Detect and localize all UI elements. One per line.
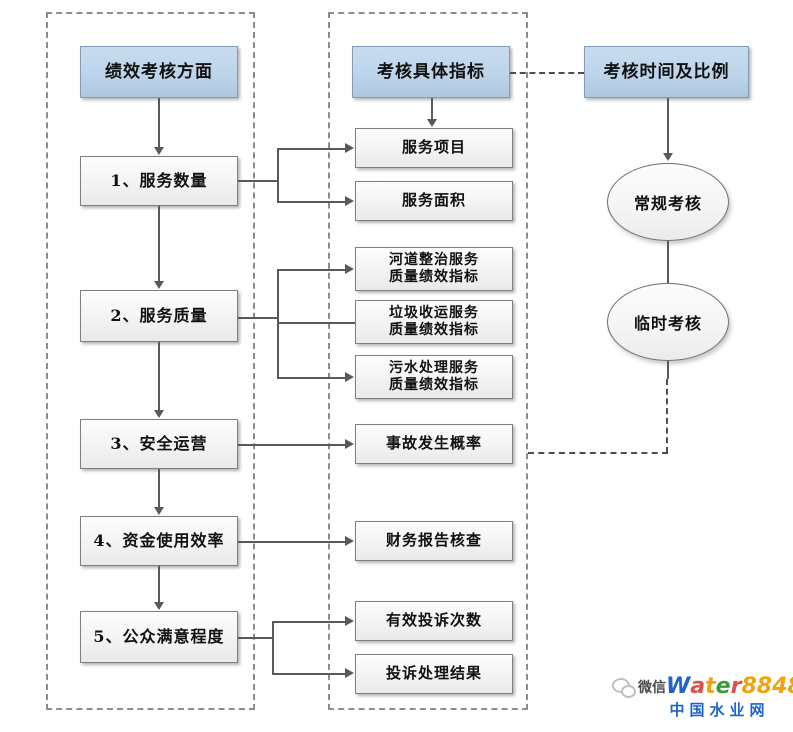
arrowhead-to-aspect5 (154, 602, 164, 610)
aspect-box-2[interactable]: 2、服务质量 (80, 290, 238, 342)
arrowhead-to-service-items (345, 143, 354, 153)
arrowhead-to-accident-rate (345, 439, 354, 449)
connector-aspect2-branch-bottom (277, 377, 346, 379)
arrowhead-to-aspect2 (154, 281, 164, 289)
connector-aspect5-spine (272, 621, 274, 674)
connector-aspect4-to-financial (238, 541, 346, 543)
arrowhead-to-service-area (345, 196, 354, 206)
watermark-logo-part-0: W (666, 674, 691, 699)
indicator-box-service-items[interactable]: 服务项目 (355, 128, 513, 168)
aspect-box-5[interactable]: 5、公众满意程度 (80, 611, 238, 663)
indicator-label-river-quality-line2: 质量绩效指标 (389, 269, 479, 285)
watermark-logo-part-4: r (730, 674, 742, 699)
header-box-aspects[interactable]: 绩效考核方面 (80, 46, 238, 98)
group-box-indicators (328, 12, 528, 710)
arrowhead-to-aspect3 (154, 410, 164, 418)
indicator-box-complaint-result[interactable]: 投诉处理结果 (355, 654, 513, 694)
wechat-icon (612, 677, 636, 698)
header-box-indicators[interactable]: 考核具体指标 (352, 46, 510, 98)
watermark-logo: Water8848 (666, 676, 793, 698)
indicator-box-sewage-quality[interactable]: 污水处理服务 质量绩效指标 (355, 355, 513, 399)
arrowhead-to-river-quality (345, 264, 354, 274)
indicator-label-complaint-result: 投诉处理结果 (385, 664, 482, 683)
connector-aspect2-branch-top (277, 269, 346, 271)
connector-aspect3-to-aspect4 (158, 469, 160, 508)
assessment-mode-routine-label: 常规考核 (633, 194, 702, 213)
connector-routine-to-temporary (667, 241, 669, 283)
connector-aspect1-branch-bottom (277, 201, 346, 203)
arrowhead-to-aspect4 (154, 507, 164, 515)
connector-aspect2-to-aspect3 (158, 342, 160, 411)
watermark-logo-part-1: a (690, 674, 706, 699)
arrowhead-to-routine (663, 153, 673, 161)
indicator-label-sewage-quality-line2: 质量绩效指标 (389, 377, 479, 393)
connector-aspect2-branch-mid (277, 322, 355, 324)
connector-aspect3-to-accident (238, 444, 346, 446)
aspect-label-3: 3、安全运营 (110, 433, 208, 453)
arrowhead-to-sewage-quality (345, 372, 354, 382)
watermark-logo-part-5: 8848 (741, 674, 793, 699)
watermark-logo-part-2: t (705, 674, 716, 699)
watermark: 微信 Water8848 .com 中国水业网 (612, 676, 793, 720)
connector-aspect5-branch-top (272, 621, 346, 623)
connector-aspect4-to-aspect5 (158, 566, 160, 603)
indicator-label-financial-audit: 财务报告核查 (385, 531, 482, 550)
indicator-label-sewage-quality-line1: 污水处理服务 (389, 359, 479, 376)
dashed-link-indicators-to-time (510, 72, 584, 74)
connector-aspect2-stem (238, 317, 278, 319)
indicator-label-river-quality-line1: 河道整治服务 (389, 251, 479, 268)
aspect-label-4: 4、资金使用效率 (93, 530, 225, 550)
indicator-label-service-items: 服务项目 (401, 138, 466, 157)
indicator-label-accident-rate: 事故发生概率 (385, 434, 482, 453)
aspect-box-4[interactable]: 4、资金使用效率 (80, 516, 238, 566)
arrowhead-to-valid-complaints (345, 616, 354, 626)
arrowhead-to-aspect1 (154, 147, 164, 155)
indicator-box-valid-complaints[interactable]: 有效投诉次数 (355, 601, 513, 641)
connector-header-to-aspect1 (158, 98, 160, 148)
header-box-time-ratio[interactable]: 考核时间及比例 (584, 46, 749, 98)
indicator-label-waste-quality-line2: 质量绩效指标 (389, 322, 479, 338)
dashed-connector-temporary-left (528, 452, 668, 454)
connector-aspect5-stem (238, 637, 273, 639)
assessment-mode-temporary[interactable]: 临时考核 (607, 283, 729, 361)
group-box-aspects (46, 12, 255, 710)
aspect-box-1[interactable]: 1、服务数量 (80, 156, 238, 206)
connector-aspect1-stem (238, 180, 278, 182)
arrowhead-to-complaint-result (345, 668, 354, 678)
indicator-box-financial-audit[interactable]: 财务报告核查 (355, 521, 513, 561)
connector-temporary-down-solid (667, 361, 669, 379)
watermark-site-name: 中国水业网 (669, 701, 770, 719)
indicator-label-waste-quality-line1: 垃圾收运服务 (389, 304, 479, 321)
connector-aspect1-spine (277, 148, 279, 202)
indicator-label-service-area: 服务面积 (401, 191, 466, 210)
indicator-box-waste-quality[interactable]: 垃圾收运服务 质量绩效指标 (355, 300, 513, 344)
header-label-aspects: 绩效考核方面 (105, 61, 213, 82)
header-label-time-ratio: 考核时间及比例 (603, 61, 730, 82)
assessment-mode-routine[interactable]: 常规考核 (607, 163, 729, 241)
connector-aspect1-to-aspect2 (158, 206, 160, 282)
indicator-box-accident-rate[interactable]: 事故发生概率 (355, 424, 513, 464)
indicator-box-river-quality[interactable]: 河道整治服务 质量绩效指标 (355, 247, 513, 291)
dashed-connector-temporary-down (666, 379, 668, 453)
connector-aspect1-branch-top (277, 148, 346, 150)
assessment-mode-temporary-label: 临时考核 (633, 314, 702, 333)
aspect-label-1: 1、服务数量 (110, 170, 208, 190)
aspect-label-5: 5、公众满意程度 (93, 626, 225, 646)
indicator-box-service-area[interactable]: 服务面积 (355, 181, 513, 221)
arrowhead-to-indicator1 (427, 119, 437, 127)
aspect-box-3[interactable]: 3、安全运营 (80, 419, 238, 469)
aspect-label-2: 2、服务质量 (110, 305, 208, 325)
watermark-top-row: 微信 Water8848 .com (612, 676, 793, 698)
connector-header-to-indicator1 (431, 98, 433, 120)
arrowhead-to-financial-audit (345, 536, 354, 546)
connector-header-to-routine (667, 98, 669, 154)
header-label-indicators: 考核具体指标 (377, 61, 485, 82)
watermark-wechat-label: 微信 (638, 680, 666, 696)
watermark-logo-part-3: e (715, 674, 731, 699)
connector-aspect5-branch-bottom (272, 673, 346, 675)
indicator-label-valid-complaints: 有效投诉次数 (385, 611, 482, 630)
